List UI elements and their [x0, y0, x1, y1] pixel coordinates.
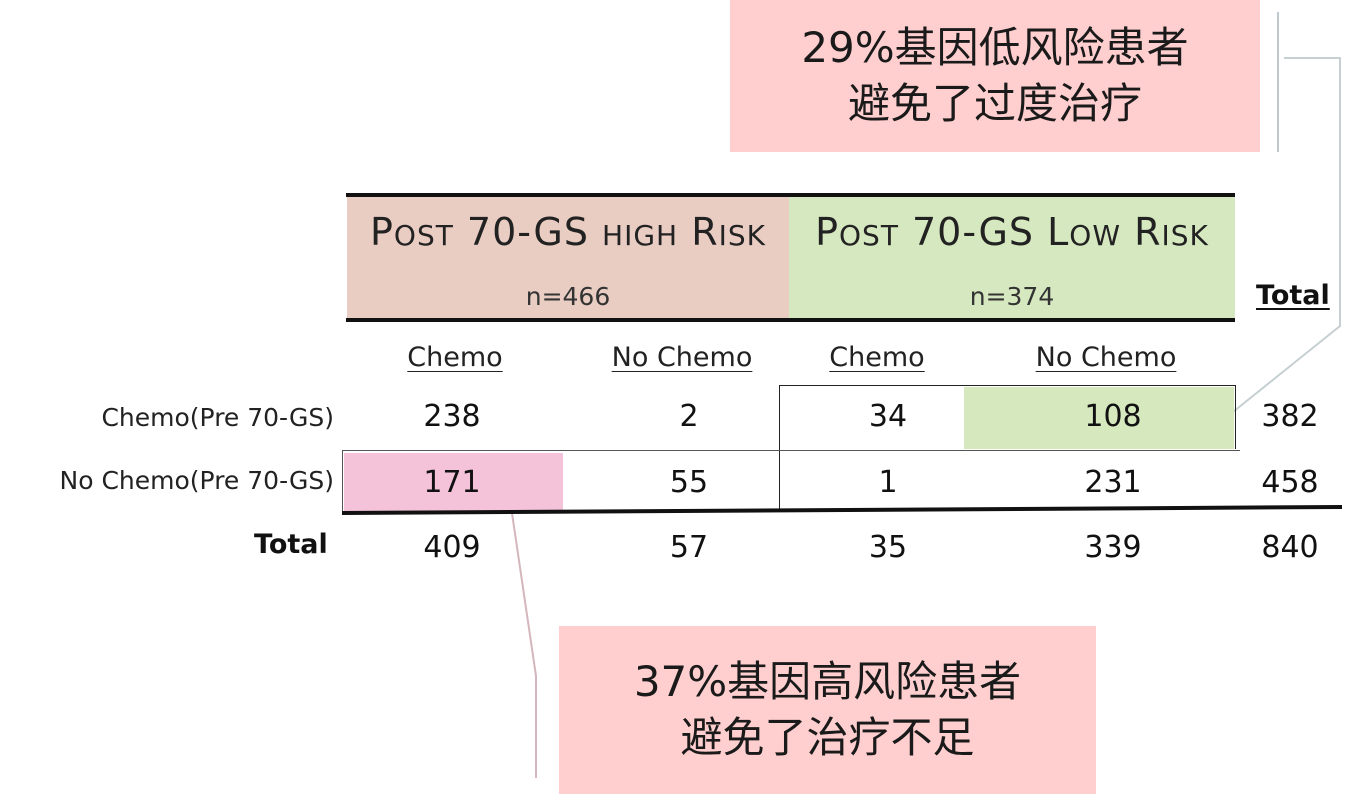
header-top-rule: [346, 193, 1235, 197]
header-high-risk-n: n=466: [525, 282, 611, 311]
cell-total-c3: 35: [868, 530, 908, 565]
bottom-callout-line2: 避免了治疗不足: [680, 713, 975, 762]
cell-total-c1: 409: [423, 530, 481, 565]
row-label-no-chemo-pre: No Chemo(Pre 70-GS): [59, 466, 334, 495]
cell-total-c2: 57: [669, 530, 709, 565]
row-label-total: Total: [254, 529, 328, 560]
row-label-chemo-pre: Chemo(Pre 70-GS): [101, 403, 334, 432]
header-low-risk: POST 70-GS LOW RISK n=374: [789, 196, 1235, 320]
top-callout-line1: 29%基因低风险患者: [801, 23, 1189, 72]
header-high-risk: POST 70-GS HIGH RISK n=466: [347, 196, 789, 320]
top-connector-elbow: [1217, 57, 1341, 425]
low-risk-box-left: [779, 385, 780, 511]
bottom-connector: [507, 485, 537, 778]
low-risk-box-right: [1235, 385, 1236, 449]
col-header-high-chemo: Chemo: [407, 342, 503, 373]
cell-r2-c3: 1: [878, 465, 898, 500]
header-low-risk-title: POST 70-GS LOW RISK: [815, 210, 1209, 254]
cell-r1-total: 382: [1261, 399, 1319, 434]
bottom-callout-line1: 37%基因高风险患者: [633, 657, 1022, 706]
highlight-pink-cell: [344, 453, 563, 511]
cell-r2-c1: 171: [423, 465, 481, 500]
cell-r2-c4: 231: [1084, 465, 1142, 500]
header-bottom-rule: [346, 318, 1235, 322]
low-risk-box-top: [779, 385, 1236, 386]
bottom-callout: 37%基因高风险患者 避免了治疗不足: [559, 626, 1096, 794]
cell-r1-c2: 2: [679, 399, 699, 434]
total-column-header: Total: [1256, 280, 1330, 311]
top-callout-line2: 避免了过度治疗: [847, 79, 1142, 128]
header-low-risk-n: n=374: [969, 282, 1055, 311]
row-divider: [342, 450, 1240, 451]
cell-r1-c3: 34: [868, 399, 908, 434]
pink-left-edge: [342, 450, 343, 512]
col-header-low-no-chemo: No Chemo: [1035, 342, 1177, 373]
col-header-low-chemo: Chemo: [829, 342, 925, 373]
cell-r1-c1: 238: [423, 399, 481, 434]
highlight-green-cell: [964, 387, 1234, 449]
top-callout: 29%基因低风险患者 避免了过度治疗: [730, 0, 1260, 152]
col-header-high-no-chemo: No Chemo: [611, 342, 753, 373]
cell-r2-total: 458: [1261, 465, 1319, 500]
cell-r2-c2: 55: [669, 465, 709, 500]
cell-total-c4: 339: [1084, 530, 1142, 565]
cell-r1-c4: 108: [1084, 399, 1142, 434]
header-high-risk-title: POST 70-GS HIGH RISK: [370, 210, 766, 254]
cell-grand-total: 840: [1261, 530, 1319, 565]
